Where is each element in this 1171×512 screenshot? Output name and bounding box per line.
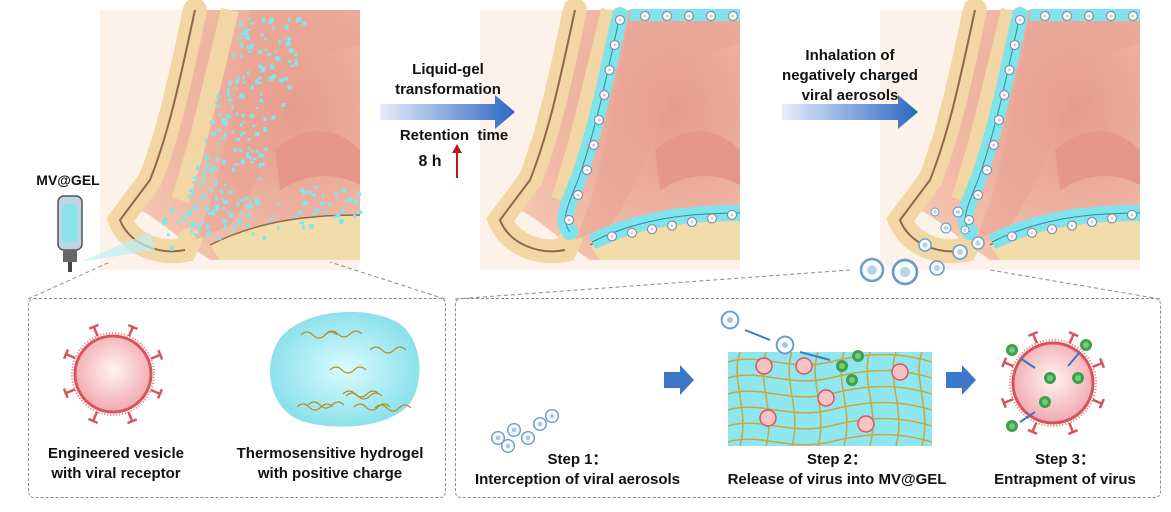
nose-spray-illustration [100,10,362,270]
step3-caption: Entrapment of virus [994,471,1136,488]
engineered-vesicle-icon [71,332,155,416]
step2-hydrogel-slab [720,310,933,447]
step2-caption: Release of virus into MV@GEL [727,471,947,488]
step1-title: Step 1： [547,451,608,468]
aerosol-cloud [859,206,985,286]
step1-caption: Interception of viral aerosols [474,471,681,488]
inhalation-arrow [782,95,918,129]
inhalation-line2: negatively charged [782,67,918,84]
vesicle-caption-line2: with viral receptor [51,465,181,482]
transformation-arrow [380,95,515,129]
inhalation-line1: Inhalation of [805,47,895,64]
transformation-title-line1: Liquid-gel [412,61,484,78]
left-panel-connector [27,261,446,300]
step3-title: Step 3： [1034,451,1095,468]
inhalation-line3: viral aerosols [801,87,899,104]
retention-up-arrow [452,144,462,178]
hydrogel-caption-line2: with positive charge [257,465,403,482]
step3-viruses [1006,339,1092,432]
step-arrow-2 [946,365,976,395]
retention-duration: 8 h [418,153,442,170]
spray-label: MV@GEL [36,172,100,188]
left-detail-panel [28,298,446,498]
transformation-title-line2: transformation [395,81,501,98]
step-arrow-1 [664,365,694,395]
hydrogel-icon [270,311,420,427]
spray-bottle-icon [57,195,155,272]
right-steps-panel [455,298,1161,498]
right-panel-connector [454,269,1161,300]
retention-label: Retention time [399,127,509,144]
step2-title: Step 2： [806,451,867,468]
vesicle-caption-line1: Engineered vesicle [48,445,184,462]
hydrogel-caption-line1: Thermosensitive hydrogel [236,445,424,462]
